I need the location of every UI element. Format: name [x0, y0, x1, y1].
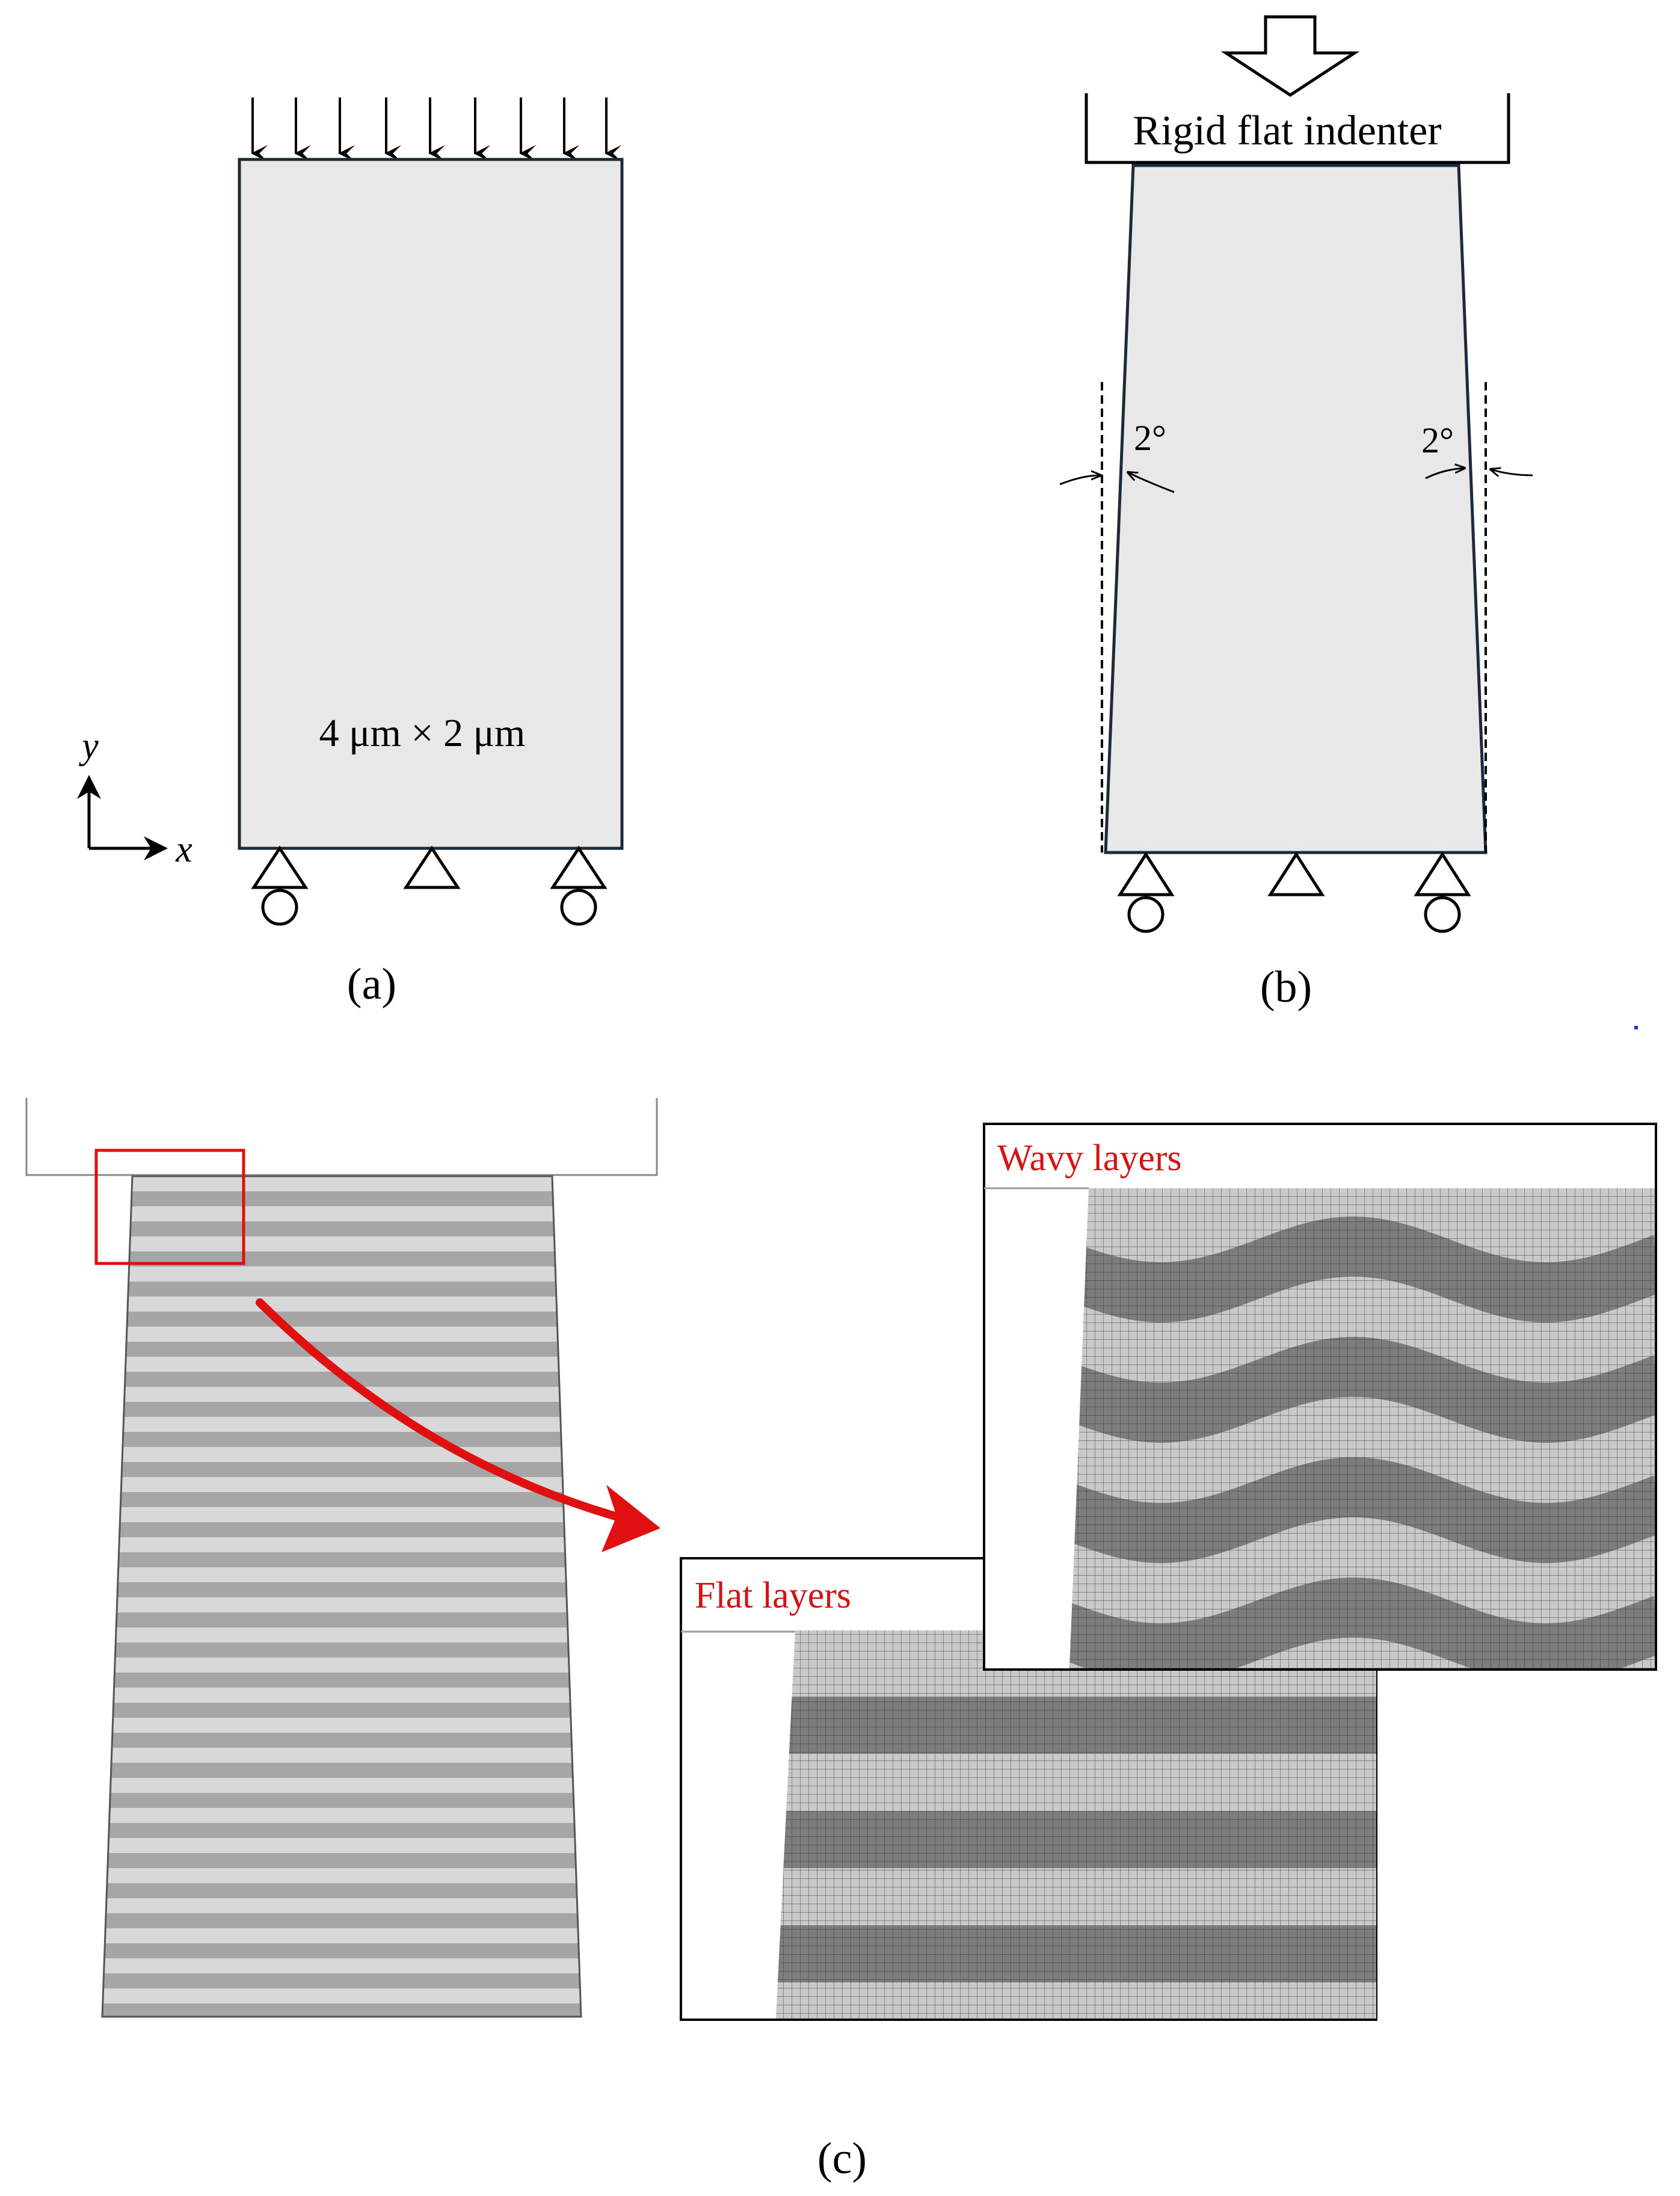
caption-b: (b) [1260, 963, 1312, 1012]
layered-specimen-c [101, 1175, 582, 2018]
layer-stripes [102, 1191, 581, 2017]
inset-wavy-label: Wavy layers [997, 1138, 1182, 1179]
zoom-arrow-head [602, 1485, 660, 1552]
roller-support-left [251, 845, 309, 926]
stray-dot [1634, 1026, 1638, 1029]
zoom-region-box [94, 1149, 245, 1265]
layer-stripe-26 [102, 1943, 581, 1958]
layer-stripe-21 [102, 1793, 581, 1808]
pin-support-center-b [1267, 851, 1325, 896]
layer-stripe-9 [102, 1432, 581, 1447]
axis-y-label: y [78, 726, 99, 766]
layer-stripe-20 [102, 1763, 581, 1778]
layer-stripe-10 [102, 1462, 581, 1477]
indenter-label: Rigid flat indenter [1133, 108, 1441, 154]
layer-stripe-6 [102, 1342, 581, 1357]
specimen-rectangle-a [238, 158, 624, 850]
inset-flat-label: Flat layers [695, 1575, 851, 1616]
panel-a: 4 μm × 2 μm y x (a) [77, 97, 624, 1009]
layer-stripe-19 [102, 1733, 581, 1748]
coordinate-axes: y x [77, 726, 192, 870]
layer-stripe-27 [102, 1973, 581, 1988]
layer-stripe-1 [102, 1191, 581, 1206]
angle-label-left: 2° [1134, 418, 1166, 458]
layer-stripe-24 [102, 1883, 581, 1898]
rigid-flat-indenter [1085, 93, 1510, 164]
layer-stripe-15 [102, 1612, 581, 1627]
layer-stripe-14 [102, 1582, 581, 1597]
angle-indicator-right [1425, 468, 1533, 480]
tapered-specimen-b [1104, 164, 1488, 854]
layer-stripe-22 [102, 1823, 581, 1838]
load-block-arrow [1220, 15, 1360, 97]
layer-stripe-12 [102, 1522, 581, 1537]
layer-stripe-18 [102, 1703, 581, 1718]
axis-x-label: x [175, 829, 192, 870]
layer-stripe-17 [102, 1673, 581, 1688]
roller-support-right [550, 845, 608, 926]
zoom-arrow [256, 1298, 630, 1523]
layer-stripe-5 [102, 1312, 581, 1327]
layer-stripe-8 [102, 1402, 581, 1417]
indenter-outline-c [25, 1098, 658, 1176]
roller-support-right-b [1414, 851, 1471, 933]
dimension-label: 4 μm × 2 μm [319, 711, 526, 755]
pin-support-center [403, 845, 461, 889]
layer-stripe-11 [102, 1492, 581, 1507]
layer-stripe-13 [102, 1552, 581, 1567]
layer-stripe-16 [102, 1642, 581, 1658]
layer-stripe-23 [102, 1853, 581, 1868]
roller-support-left-b [1117, 851, 1175, 933]
caption-a: (a) [347, 960, 396, 1009]
layer-stripe-25 [102, 1913, 581, 1928]
layer-stripe-2 [102, 1221, 581, 1236]
panel-c: Flat layers Wavy layers (c) [25, 1098, 1657, 2183]
distributed-load-arrows [251, 97, 622, 162]
layer-stripe-28 [102, 2003, 581, 2017]
caption-c: (c) [817, 2134, 867, 2183]
angle-indicator-left [1059, 472, 1175, 493]
angle-label-right: 2° [1421, 421, 1454, 460]
layer-stripe-4 [102, 1282, 581, 1297]
panel-b: Rigid flat indenter 2° 2° (b) [1059, 15, 1638, 1029]
inset-wavy-layers: Wavy layers [983, 1123, 1657, 1671]
